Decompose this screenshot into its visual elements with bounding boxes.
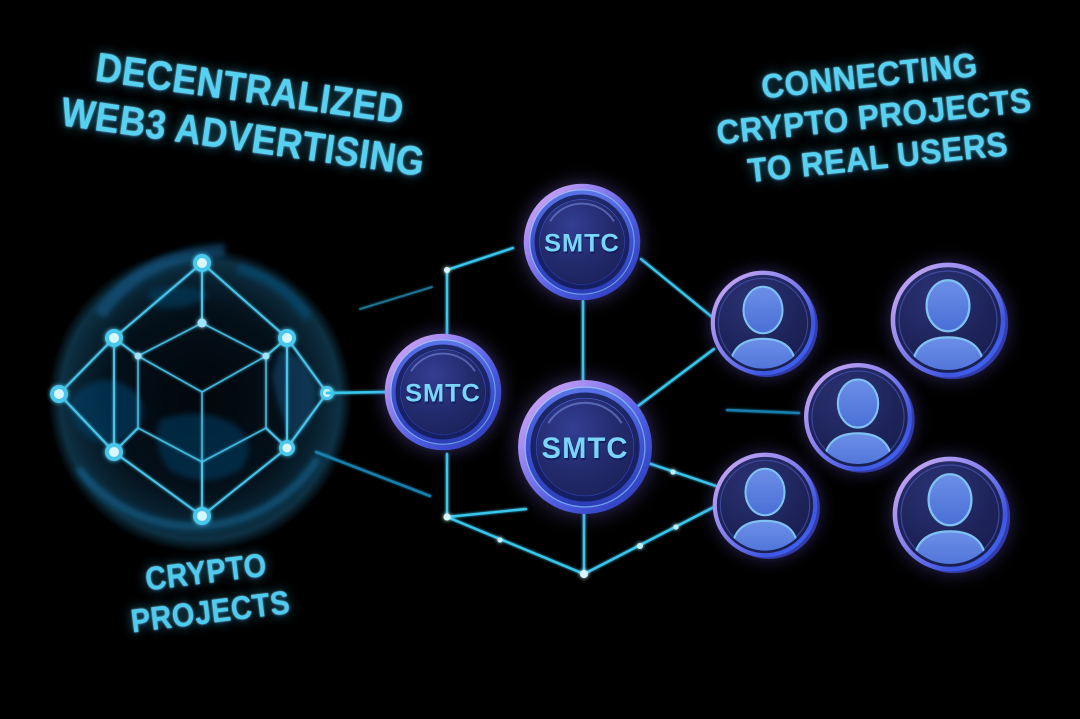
user-avatar-icon-bottom-right bbox=[895, 459, 1010, 573]
smtc-coin-left: SMTC SMTC bbox=[384, 333, 502, 451]
coin-label-shadow: SMTC bbox=[545, 231, 621, 259]
coin-label: SMTC bbox=[544, 229, 620, 257]
coin-label-shadow: SMTC bbox=[406, 381, 482, 409]
smtc-coin-center: SMTC SMTC bbox=[518, 380, 652, 514]
connection-node-dots bbox=[443, 267, 679, 578]
user-avatar-icon-bottom-left bbox=[715, 455, 820, 559]
user-avatar-icon-top-left bbox=[713, 273, 818, 377]
user-avatar-icon-top-right bbox=[893, 265, 1008, 379]
user-avatar-icon-middle bbox=[806, 365, 914, 473]
globe-node-dots bbox=[50, 254, 334, 525]
coin-label-shadow: SMTC bbox=[543, 435, 630, 467]
coin-label: SMTC bbox=[542, 433, 629, 465]
smtc-coin-top: SMTC SMTC bbox=[523, 183, 641, 301]
globe-network-icon bbox=[48, 243, 352, 552]
coin-label: SMTC bbox=[405, 379, 481, 407]
